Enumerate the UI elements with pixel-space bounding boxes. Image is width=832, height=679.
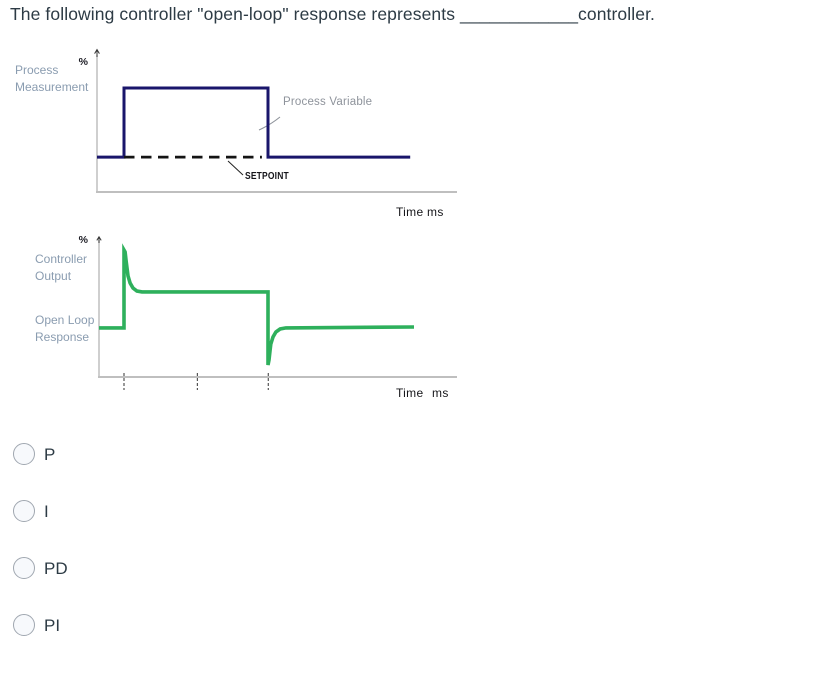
y-axis-arrow-icon [94,48,100,57]
y-axis-title-line1: Controller [35,252,88,266]
open-loop-response-plot [96,235,457,390]
option-label-i[interactable]: I [44,501,49,521]
y-axis-percent-label: % [78,56,88,68]
answer-options: P I PD PI [13,443,68,671]
option-row-pd[interactable]: PD [13,557,68,579]
y-axis-arrow-icon [96,235,102,243]
radio-option-pi[interactable] [13,614,35,636]
y-axis-title-line4: Response [35,330,90,344]
process-measurement-chart: % Process Measurement Process Variable S… [0,48,470,226]
y-axis-title-line2: Measurement [15,80,89,94]
option-row-p[interactable]: P [13,443,68,465]
radio-option-i[interactable] [13,500,35,522]
process-variable-annotation: Process Variable [283,96,373,108]
series-open-loop-response [99,243,415,366]
y-axis-percent-label: % [78,234,88,246]
x-axis-label: Time ms [396,386,449,400]
open-loop-response-chart: % Controller Output Open Loop Response T… [0,232,470,404]
option-row-pi[interactable]: PI [13,614,68,636]
x-axis-label: Time ms [396,205,444,219]
y-axis-title-line2: Output [35,269,72,283]
option-row-i[interactable]: I [13,500,68,522]
question-title: The following controller "open-loop" res… [10,4,655,24]
radio-option-pd[interactable] [13,557,35,579]
process-measurement-plot [94,48,457,193]
option-label-p[interactable]: P [44,444,56,464]
option-label-pd[interactable]: PD [44,558,68,578]
y-axis-title-line1: Process [15,63,59,77]
setpoint-leader-line [227,160,244,176]
setpoint-annotation: SETPOINT [245,171,289,182]
y-axis-title-line3: Open Loop [35,313,95,327]
radio-option-p[interactable] [13,443,35,465]
series-process-variable [97,86,411,159]
process-variable-leader-line [258,116,281,131]
option-label-pi[interactable]: PI [44,615,61,635]
